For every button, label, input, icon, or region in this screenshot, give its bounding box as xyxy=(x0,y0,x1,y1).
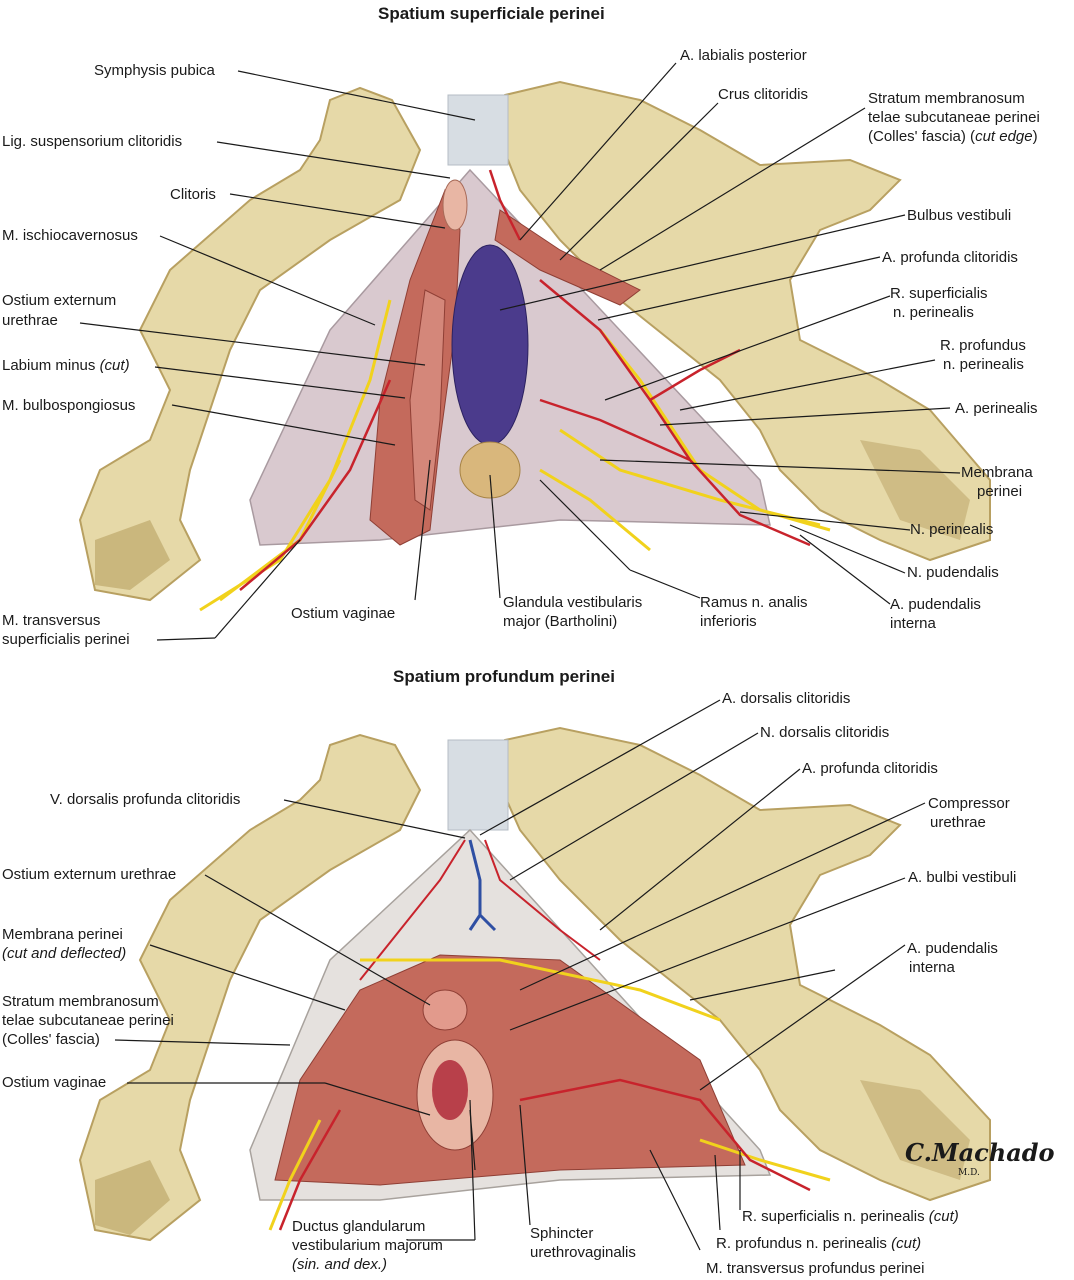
label-membrana-1: Membrana xyxy=(961,464,1033,481)
bottom-illustration xyxy=(78,726,991,1242)
label-compressor-2: urethrae xyxy=(930,814,986,831)
urethra-opening xyxy=(422,989,468,1031)
label-stratum-3: (Colles' fascia) (cut edge) xyxy=(868,128,1038,145)
label-ostium-vaginae-bottom: Ostium vaginae xyxy=(2,1074,107,1091)
leader-lines xyxy=(79,62,961,1251)
label-r-profundus-cut: R. profundus n. perinealis (cut) xyxy=(716,1235,922,1252)
label-ostium-externum-2: urethrae xyxy=(2,312,58,329)
label-ductus-1: Ductus glandularum xyxy=(292,1218,426,1235)
label-r-profundus-1: R. profundus xyxy=(940,337,1026,354)
bone-shadow-left-bottom xyxy=(95,1160,170,1235)
label-n-dorsalis-clitoridis: N. dorsalis clitoridis xyxy=(760,724,890,741)
label-labium-minus: Labium minus (cut) xyxy=(2,357,130,374)
bottom-panel-title: Spatium profundum perinei xyxy=(393,667,615,686)
label-membrana-bottom-2: (cut and deflected) xyxy=(2,945,127,962)
label-a-profunda-clitoridis-top: A. profunda clitoridis xyxy=(882,249,1018,266)
bone-shadow-left-top xyxy=(95,520,170,590)
label-m-transversus-2: superficialis perinei xyxy=(2,631,130,648)
label-r-superficialis-1: R. superficialis xyxy=(890,285,988,302)
bone-left-bottom xyxy=(78,733,422,1242)
label-ostium-vaginae-top: Ostium vaginae xyxy=(291,605,396,622)
symphysis-bottom xyxy=(447,739,509,831)
nerves-bottom xyxy=(268,958,831,1231)
label-ramus-2: inferioris xyxy=(700,613,757,630)
label-a-profunda-clitoridis-bottom: A. profunda clitoridis xyxy=(802,760,938,777)
label-ostium-externum-urethrae-bottom: Ostium externum urethrae xyxy=(2,866,177,883)
label-crus-clitoridis: Crus clitoridis xyxy=(718,86,809,103)
label-sphincter-2: urethrovaginalis xyxy=(530,1244,636,1261)
label-stratum-bottom-1: Stratum membranosum xyxy=(2,993,159,1010)
label-compressor-1: Compressor xyxy=(928,795,1010,812)
label-a-dorsalis-clitoridis: A. dorsalis clitoridis xyxy=(722,690,851,707)
label-sphincter-1: Sphincter xyxy=(530,1225,594,1242)
label-lig-suspensorium: Lig. suspensorium clitoridis xyxy=(2,133,183,150)
label-r-superficialis-cut: R. superficialis n. perinealis (cut) xyxy=(742,1208,959,1225)
symphysis-top xyxy=(447,94,509,166)
arteries-bottom xyxy=(278,1078,811,1231)
label-membrana-2: perinei xyxy=(977,483,1023,500)
label-v-dorsalis: V. dorsalis profunda clitoridis xyxy=(50,791,241,808)
label-ductus-2: vestibularium majorum xyxy=(292,1237,443,1254)
label-m-transversus-1: M. transversus xyxy=(2,612,101,629)
arteries-top xyxy=(239,169,811,591)
bulbus-vestibuli xyxy=(451,244,529,446)
label-r-profundus-2: n. perinealis xyxy=(943,356,1024,373)
label-m-bulbospongiosus: M. bulbospongiosus xyxy=(2,397,136,414)
bone-left-top xyxy=(78,86,422,602)
apex-vessels xyxy=(359,839,601,981)
vaginal-inner xyxy=(432,1060,468,1120)
label-membrana-bottom-1: Membrana perinei xyxy=(2,926,123,943)
glandula-vestibularis xyxy=(459,441,521,499)
label-ramus-1: Ramus n. analis xyxy=(700,594,808,611)
label-stratum-bottom-2: telae subcutaneae perinei xyxy=(2,1012,174,1029)
top-illustration xyxy=(78,80,991,612)
clitoris-shape xyxy=(442,179,468,231)
label-a-pudendalis-bottom-2: interna xyxy=(909,959,955,976)
label-stratum-bottom-3: (Colles' fascia) xyxy=(2,1031,100,1048)
label-a-labialis-posterior: A. labialis posterior xyxy=(680,47,807,64)
top-panel-title: Spatium superficiale perinei xyxy=(378,4,605,23)
label-n-pudendalis: N. pudendalis xyxy=(907,564,999,581)
label-ostium-externum-1: Ostium externum xyxy=(2,292,117,309)
labium-top xyxy=(409,289,446,511)
label-a-bulbi-vestibuli: A. bulbi vestibuli xyxy=(908,869,1017,886)
bone-right-top xyxy=(498,80,991,562)
deep-muscle xyxy=(274,954,746,1186)
label-m-transversus-profundus: M. transversus profundus perinei xyxy=(706,1260,925,1277)
label-glandula-1: Glandula vestibularis xyxy=(503,594,643,611)
label-clitoris: Clitoris xyxy=(170,186,216,203)
crus-right-top xyxy=(494,209,641,306)
label-a-pudendalis-2: interna xyxy=(890,615,936,632)
label-n-perinealis: N. perinealis xyxy=(910,521,994,538)
label-a-perinealis: A. perinealis xyxy=(955,400,1038,417)
label-a-pudendalis-bottom-1: A. pudendalis xyxy=(907,940,998,957)
artist-signature: C.Machado xyxy=(905,1138,1055,1167)
label-stratum-2: telae subcutaneae perinei xyxy=(868,109,1040,126)
label-bulbus-vestibuli: Bulbus vestibuli xyxy=(907,207,1012,224)
bone-shadow-right-top xyxy=(860,440,970,540)
label-labium-minus-note: (cut) xyxy=(99,357,130,374)
label-a-pudendalis-1: A. pudendalis xyxy=(890,596,981,613)
label-symphysis-pubica: Symphysis pubica xyxy=(94,62,215,79)
label-r-superficialis-2: n. perinealis xyxy=(893,304,974,321)
bone-shadow-right-bottom xyxy=(860,1080,970,1180)
label-ductus-3: (sin. and dex.) xyxy=(292,1256,388,1273)
label-glandula-2: major (Bartholini) xyxy=(503,613,618,630)
artist-signature-suffix: M.D. xyxy=(958,1168,980,1178)
label-stratum-1: Stratum membranosum xyxy=(868,90,1025,107)
label-m-ischiocavernosus: M. ischiocavernosus xyxy=(2,227,138,244)
